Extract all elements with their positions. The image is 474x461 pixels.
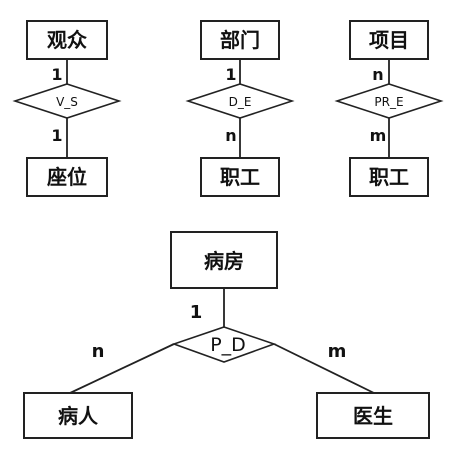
relationship-pd-label: P_D	[210, 334, 246, 356]
entity-staff-label-2: 职工	[369, 165, 409, 189]
edge-pd-to-doctor	[273, 343, 375, 394]
entity-project-box	[349, 20, 429, 60]
entity-viewer-label: 观众	[47, 28, 87, 52]
entity-dept-label: 部门	[220, 28, 260, 52]
cardinality-dept-staff: n	[225, 126, 236, 145]
cardinality-ward: 1	[190, 302, 203, 323]
entity-ward-label: 病房	[204, 249, 244, 273]
relationship-pre-diamond	[334, 83, 444, 119]
diagram-ward: 病房 P_D 1 n m 病人 医生	[23, 231, 430, 439]
cardinality-dept: 1	[225, 65, 236, 84]
entity-dept-box	[200, 20, 280, 60]
entity-ward-box	[170, 231, 278, 289]
diagram-viewer-seat: 观众 V_S 1 1 座位	[12, 20, 122, 197]
diagram-project-staff: 项目 PR_E n m 职工	[334, 20, 444, 197]
entity-patient-box	[23, 392, 133, 439]
relationship-de-diamond	[185, 83, 295, 119]
relationship-vs-diamond	[12, 83, 122, 119]
entity-staff-box-2	[349, 157, 429, 197]
entity-seat-box	[26, 157, 108, 197]
cardinality-seat: 1	[51, 126, 62, 145]
entity-project-label: 项目	[369, 28, 409, 52]
entity-seat-label: 座位	[47, 165, 87, 189]
cardinality-project: n	[372, 65, 383, 84]
relationship-vs-label: V_S	[56, 95, 78, 109]
relationship-pd-diamond	[171, 326, 277, 363]
entity-doctor-label: 医生	[353, 404, 393, 428]
entity-viewer-box	[26, 20, 108, 60]
cardinality-patient: n	[92, 341, 105, 362]
entity-staff-label-1: 职工	[220, 165, 260, 189]
cardinality-viewer: 1	[51, 65, 62, 84]
relationship-de-label: D_E	[229, 95, 252, 109]
entity-staff-box-1	[200, 157, 280, 197]
diagram-dept-staff: 部门 D_E 1 n 职工	[185, 20, 295, 197]
edge-pd-to-patient	[69, 343, 175, 394]
cardinality-doctor: m	[328, 341, 347, 362]
entity-doctor-box	[316, 392, 430, 439]
relationship-pre-label: PR_E	[374, 95, 403, 109]
entity-patient-label: 病人	[58, 404, 99, 428]
cardinality-project-staff: m	[370, 126, 387, 145]
